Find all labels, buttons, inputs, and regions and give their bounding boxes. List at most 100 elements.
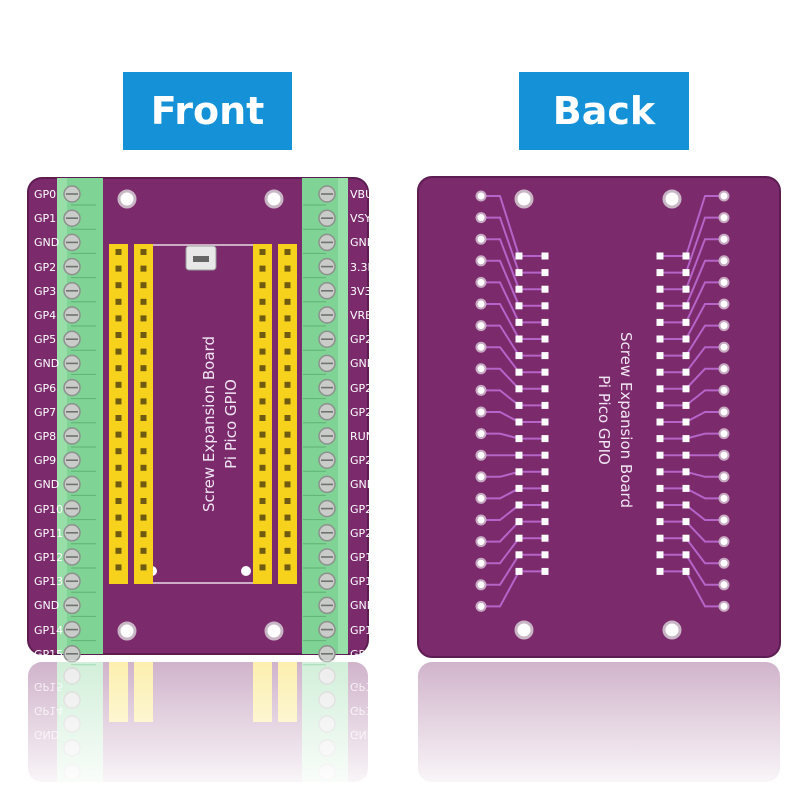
mount-hole (117, 189, 137, 209)
solder-pad (515, 401, 523, 409)
solder-pad (656, 252, 664, 260)
solder-pad (541, 567, 549, 575)
reflected-pin-label: GP16 (350, 680, 380, 693)
header-pin (259, 298, 266, 305)
pin-label: GND (34, 236, 60, 250)
pin-label: GP5 (34, 333, 57, 347)
solder-pad (541, 534, 549, 542)
header-pin (140, 365, 147, 372)
header-strip (134, 244, 153, 584)
back-label: Back (552, 89, 656, 133)
header-pin (140, 531, 147, 538)
header-pin (140, 547, 147, 554)
front-badge-bg (123, 72, 292, 150)
solder-pad (475, 492, 487, 504)
header-pin (284, 348, 291, 355)
solder-pad (515, 269, 523, 277)
header-strip (278, 244, 297, 584)
solder-pad (656, 451, 664, 459)
solder-pad (515, 352, 523, 360)
solder-pad (718, 579, 730, 591)
header-pin (259, 547, 266, 554)
solder-pad (475, 276, 487, 288)
solder-pad (682, 484, 690, 492)
solder-pad (718, 428, 730, 440)
solder-pad (656, 285, 664, 293)
header-pin (115, 398, 122, 405)
solder-pad (515, 368, 523, 376)
header-pin (140, 298, 147, 305)
solder-pad (515, 435, 523, 443)
header-pin (259, 448, 266, 455)
solder-pad (515, 285, 523, 293)
pin-label: GND (34, 478, 60, 492)
solder-pad (682, 468, 690, 476)
solder-pad (541, 451, 549, 459)
solder-pad (656, 551, 664, 559)
solder-pad (541, 385, 549, 393)
header-pin (140, 315, 147, 322)
solder-pad (656, 368, 664, 376)
solder-pad (475, 190, 487, 202)
solder-pad (656, 335, 664, 343)
solder-pad (656, 302, 664, 310)
header-pin (115, 547, 122, 554)
solder-pad (656, 518, 664, 526)
header-pin (115, 464, 122, 471)
solder-pad (656, 352, 664, 360)
pin-label: VREF (350, 309, 379, 322)
header-pin (115, 365, 122, 372)
pin-label: GP9 (34, 454, 57, 468)
solder-pad (682, 285, 690, 293)
solder-pad (541, 318, 549, 326)
reflected-pin-label: GND (350, 728, 376, 741)
header-pin (115, 481, 122, 488)
header-pin (284, 415, 291, 421)
solder-pad (656, 418, 664, 426)
solder-pad (682, 269, 690, 277)
header-pin (115, 531, 122, 538)
header-pin (259, 365, 266, 372)
solder-pad (718, 363, 730, 375)
solder-pad (475, 298, 487, 310)
header-pin (259, 381, 266, 388)
header-strip (253, 244, 272, 584)
solder-pad (718, 212, 730, 224)
header-pin (259, 431, 266, 438)
header-pin (115, 564, 122, 571)
solder-pad (475, 428, 487, 440)
pin-label: GP10 (34, 502, 64, 516)
pin-label: GP27 (350, 381, 380, 395)
solder-pad (541, 368, 549, 376)
solder-pad (682, 518, 690, 526)
header-pin (115, 315, 122, 322)
solder-pad (515, 252, 523, 260)
header-pin (284, 464, 291, 471)
solder-pad (515, 484, 523, 492)
pin-label: GP16 (350, 647, 380, 661)
header-pin (284, 431, 291, 438)
solder-pad (515, 567, 523, 575)
pin-label: GP0 (34, 188, 57, 201)
pin-label: VSYS (350, 212, 379, 226)
header-pin (115, 448, 122, 455)
solder-pad (541, 269, 549, 277)
solder-pad (718, 536, 730, 548)
solder-pad (475, 600, 487, 612)
solder-pad (718, 190, 730, 202)
solder-pad (515, 318, 523, 326)
board-title-text: Screw Expansion Board (617, 332, 635, 508)
solder-pad (718, 557, 730, 569)
solder-pad (718, 471, 730, 483)
mount-hole (264, 621, 284, 641)
solder-pad (656, 401, 664, 409)
header-pin (259, 315, 266, 322)
solder-pad (682, 534, 690, 542)
board-subtitle-text: Pi Pico GPIO (222, 379, 240, 469)
header-pin (140, 498, 147, 504)
header-strip (109, 244, 128, 584)
solder-pad (682, 385, 690, 393)
header-pin (140, 481, 147, 488)
solder-pad (682, 567, 690, 575)
pin-label: GND (350, 357, 376, 371)
